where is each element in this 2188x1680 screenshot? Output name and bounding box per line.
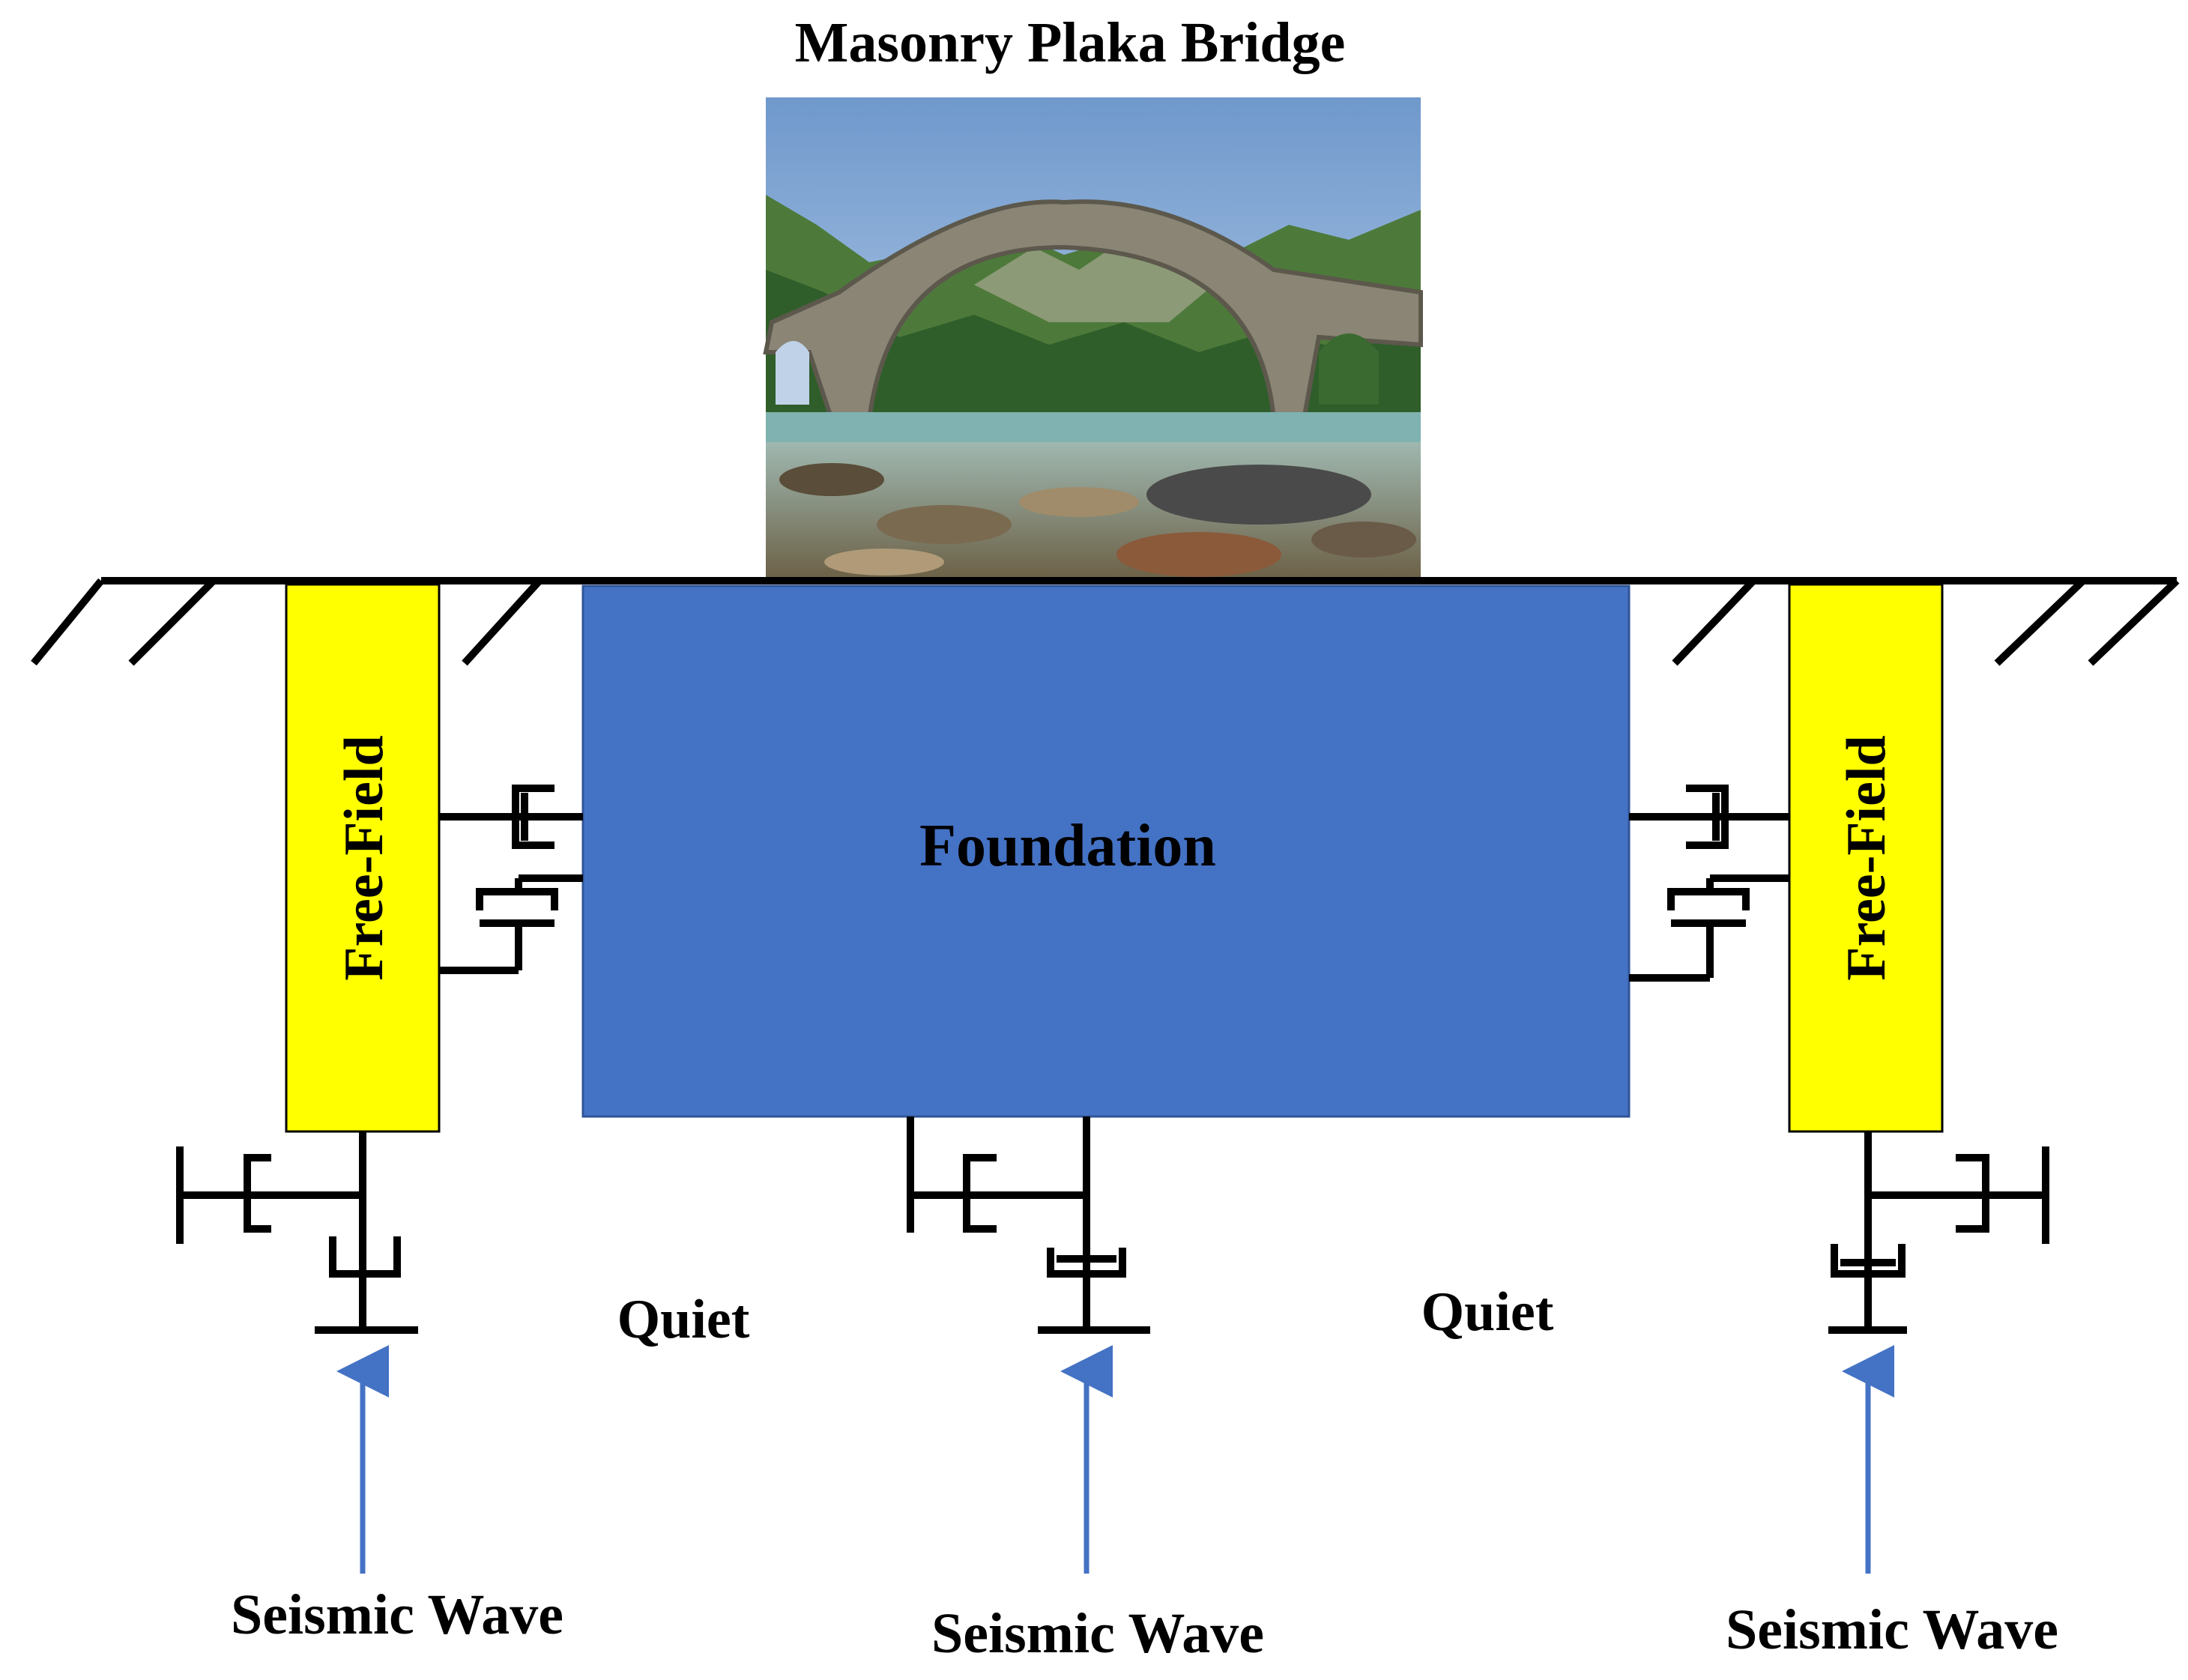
seismic-wave-arrows: [336, 1345, 1894, 1574]
seismic-wave-label-left: Seismic Wave: [231, 1583, 563, 1646]
left-side-dashpots: [439, 785, 583, 974]
diagram-title: Masonry Plaka Bridge: [795, 11, 1346, 74]
foundation-label: Foundation: [919, 813, 1216, 879]
dashpot-icon: [1828, 1131, 2049, 1334]
right-side-dashpots: [1629, 785, 1789, 982]
ground-hatch-icon: [31, 578, 2180, 666]
free-field-left-label: Free-Field: [333, 735, 395, 980]
dashpot-icon: [176, 1131, 418, 1334]
bridge-photo: [763, 97, 1423, 577]
foundation-block: [581, 584, 1631, 1118]
free-field-right-label: Free-Field: [1836, 735, 1897, 980]
free-field-left: [285, 583, 441, 1133]
quiet-label-left: Quiet: [617, 1289, 750, 1350]
seismic-wave-label-right: Seismic Wave: [1726, 1598, 2058, 1661]
seismic-wave-label-center: Seismic Wave: [931, 1602, 1264, 1665]
quiet-label-right: Quiet: [1421, 1281, 1554, 1343]
dashpot-icon: [907, 1117, 1150, 1334]
